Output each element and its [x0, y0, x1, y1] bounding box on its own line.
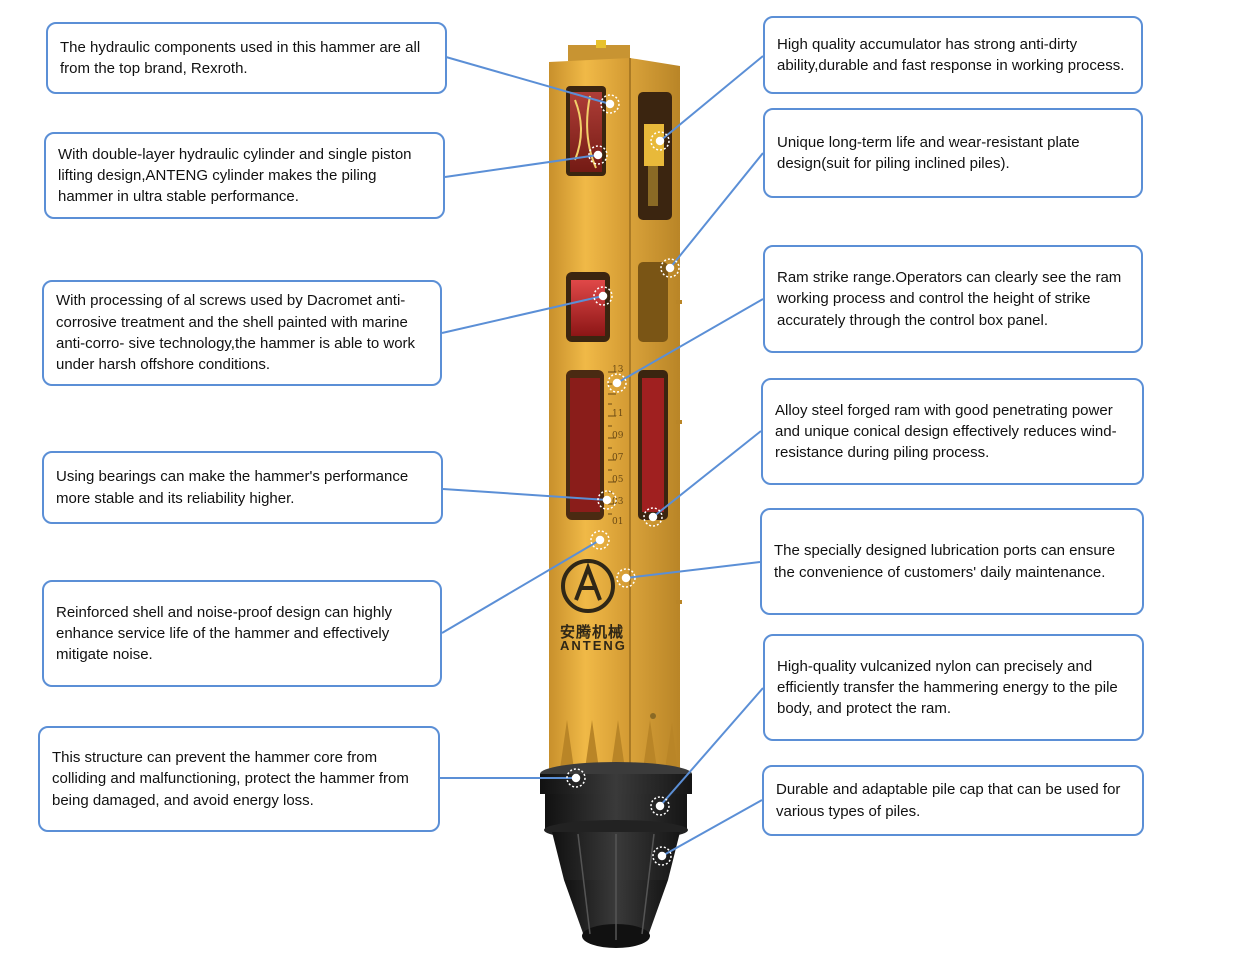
callout-lubrication: The specially designed lubrication ports… [760, 508, 1144, 615]
callout-cylinder: With double-layer hydraulic cylinder and… [44, 132, 445, 219]
callout-text: Durable and adaptable pile cap that can … [776, 781, 1121, 820]
scale-label: 11 [612, 409, 624, 419]
callout-text: Unique long-term life and wear-resistant… [777, 133, 1080, 172]
callout-bearings: Using bearings can make the hammer's per… [42, 451, 443, 524]
callout-structure: This structure can prevent the hammer co… [38, 726, 440, 832]
callout-accumulator: High quality accumulator has strong anti… [763, 16, 1143, 94]
callout-text: High quality accumulator has strong anti… [777, 35, 1125, 74]
strike-scale [608, 371, 616, 515]
callout-ram-forged: Alloy steel forged ram with good penetra… [761, 378, 1144, 485]
callout-text: With double-layer hydraulic cylinder and… [58, 145, 412, 206]
callout-text: The specially designed lubrication ports… [774, 542, 1116, 581]
callout-rexroth: The hydraulic components used in this ha… [46, 22, 447, 94]
callout-plate: Unique long-term life and wear-resistant… [763, 108, 1143, 198]
callout-text: Using bearings can make the hammer's per… [56, 468, 409, 507]
callout-text: This structure can prevent the hammer co… [52, 749, 409, 809]
scale-label: 09 [612, 431, 624, 441]
callout-pile-cap: Durable and adaptable pile cap that can … [762, 765, 1144, 836]
scale-label: 07 [612, 453, 624, 463]
callout-nylon: High-quality vulcanized nylon can precis… [763, 634, 1144, 741]
scale-label: 13 [612, 365, 624, 375]
callout-text: Reinforced shell and noise-proof design … [56, 603, 393, 664]
scale-label: 03 [612, 497, 624, 507]
brand-english: ANTENG [560, 638, 627, 653]
scale-label: 01 [612, 517, 624, 527]
callout-text: The hydraulic components used in this ha… [60, 38, 421, 77]
callout-shell: Reinforced shell and noise-proof design … [42, 580, 442, 687]
callout-text: With processing of al screws used by Dac… [56, 292, 416, 374]
scale-label: 05 [612, 475, 624, 485]
callout-text: High-quality vulcanized nylon can precis… [777, 657, 1118, 718]
callout-ram-strike: Ram strike range.Operators can clearly s… [763, 245, 1143, 353]
callout-text: Ram strike range.Operators can clearly s… [777, 269, 1122, 329]
callout-dacromet: With processing of al screws used by Dac… [42, 280, 442, 386]
callout-text: Alloy steel forged ram with good penetra… [775, 401, 1117, 462]
